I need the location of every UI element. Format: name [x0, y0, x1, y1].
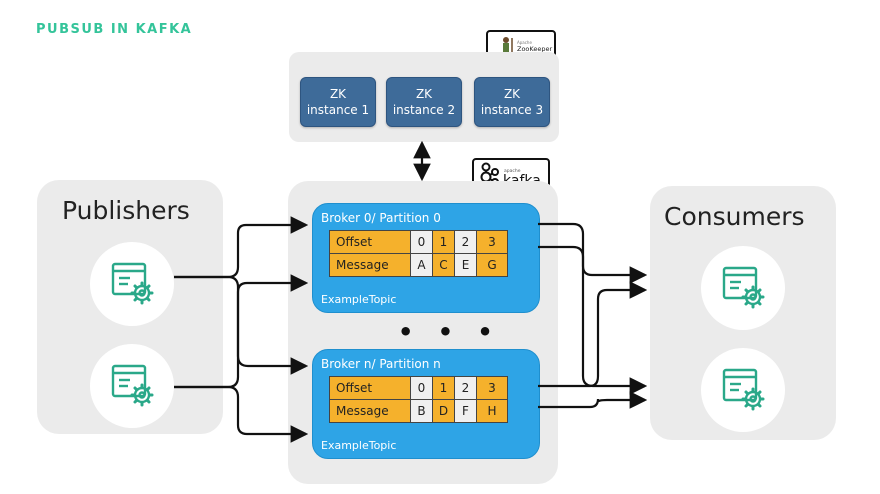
broker-n-partition: Broker n/ Partition n Offset 0 1 2 3 Mes…	[312, 349, 540, 459]
app-gear-icon	[722, 266, 765, 309]
zk-instance-2: ZK instance 2	[386, 77, 462, 127]
pub2-to-brokern	[174, 385, 309, 443]
broker-0-log-table: Offset 0 1 2 3 Message A C E G	[329, 230, 508, 277]
message-cell: A	[410, 253, 433, 277]
message-label: Message	[329, 399, 411, 423]
offset-label: Offset	[329, 376, 411, 400]
zk-instance-1-line2: instance 1	[306, 103, 370, 117]
zk-instance-1: ZK instance 1	[300, 77, 376, 127]
message-cell: D	[432, 399, 455, 423]
pub1-to-broker0	[174, 216, 309, 279]
page-title: PUBSUB IN KAFKA	[36, 22, 193, 37]
kafka-logo-small: apache	[504, 168, 521, 174]
broker-0-topic: ExampleTopic	[321, 293, 397, 306]
message-cell: G	[476, 253, 508, 277]
broker0-to-consumer2	[538, 245, 648, 395]
zk-instance-3-line1: ZK	[503, 87, 521, 101]
broker-n-log-table: Offset 0 1 2 3 Message B D F H	[329, 376, 508, 423]
zookeeper-logo-text: ZooKeeper	[517, 45, 552, 53]
pub1-to-brokern	[174, 275, 309, 375]
message-row: Message B D F H	[329, 399, 508, 423]
consumers-label: Consumers	[664, 202, 805, 231]
broker-n-topic: ExampleTopic	[321, 439, 397, 452]
brokern-to-consumer1	[538, 281, 648, 388]
app-gear-icon	[722, 368, 765, 411]
offset-cell: 1	[432, 376, 455, 400]
offset-cell: 2	[454, 376, 477, 400]
offset-cell: 3	[476, 230, 508, 254]
app-gear-icon	[111, 364, 154, 407]
consumer-2	[701, 348, 785, 432]
broker0-to-consumer1	[538, 222, 648, 284]
publishers-label: Publishers	[62, 196, 190, 225]
broker-n-title: Broker n/ Partition n	[321, 357, 441, 371]
zk-instance-3-line2: instance 3	[480, 103, 544, 117]
offset-cell: 3	[476, 376, 508, 400]
offset-cell: 2	[454, 230, 477, 254]
publisher-2	[90, 344, 174, 428]
pub2-to-broker0	[174, 274, 309, 389]
zk-instance-1-line1: ZK	[329, 87, 347, 101]
more-brokers-ellipsis: • • •	[398, 318, 501, 346]
publisher-1	[90, 242, 174, 326]
message-row: Message A C E G	[329, 253, 508, 277]
zk-instance-3: ZK instance 3	[474, 77, 550, 127]
brokern-to-consumer2	[538, 391, 648, 409]
message-cell: H	[476, 399, 508, 423]
zk-instance-2-line2: instance 2	[392, 103, 456, 117]
app-gear-icon	[111, 262, 154, 305]
broker-0-title: Broker 0/ Partition 0	[321, 211, 441, 225]
zookeeper-logo-small: Apache	[517, 40, 532, 45]
offset-row: Offset 0 1 2 3	[329, 376, 508, 400]
zk-instance-2-line1: ZK	[415, 87, 433, 101]
consumer-1	[701, 246, 785, 330]
broker-0-partition: Broker 0/ Partition 0 Offset 0 1 2 3 Mes…	[312, 203, 540, 313]
message-cell: F	[454, 399, 477, 423]
zookeeper-cluster-panel: ZK instance 1 ZK instance 2 ZK instance …	[289, 52, 559, 142]
offset-row: Offset 0 1 2 3	[329, 230, 508, 254]
